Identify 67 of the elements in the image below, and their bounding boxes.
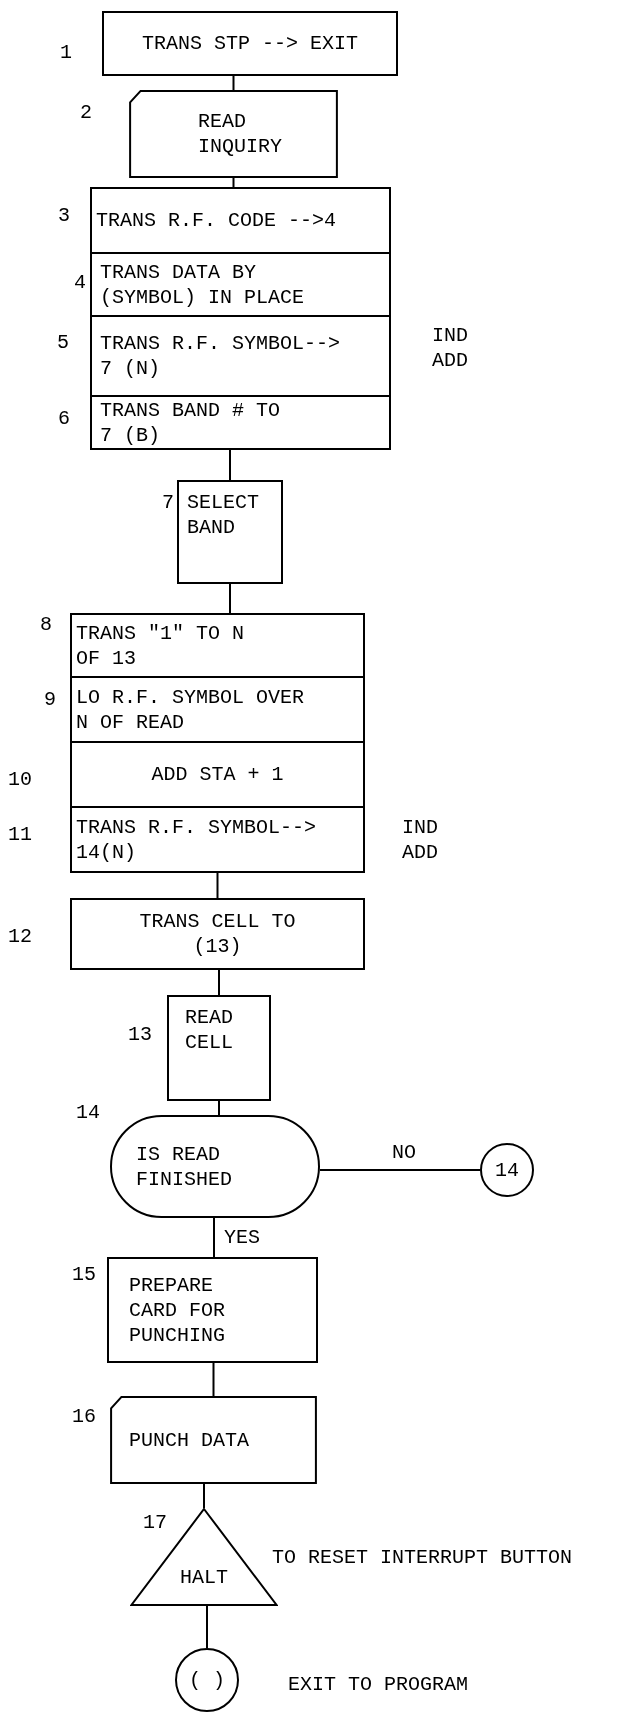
process-box bbox=[102, 11, 398, 76]
connector-line bbox=[206, 1605, 208, 1649]
step-text: TRANS DATA BY (SYMBOL) IN PLACE bbox=[100, 259, 306, 310]
step-number: 10 bbox=[8, 767, 32, 792]
step-number: 5 bbox=[57, 330, 69, 355]
card-shape bbox=[128, 90, 339, 178]
step-number: 11 bbox=[8, 822, 32, 847]
step-text: READ INQUIRY bbox=[198, 109, 283, 159]
step-number: 2 bbox=[80, 100, 92, 125]
process-box bbox=[70, 806, 365, 873]
note-text: EXIT TO PROGRAM bbox=[288, 1672, 469, 1697]
process-box bbox=[70, 613, 365, 678]
step-text: TRANS "1" TO N OF 13 bbox=[76, 620, 246, 671]
step-text: TRANS STP --> EXIT bbox=[141, 31, 358, 56]
connector-line bbox=[319, 1169, 481, 1171]
step-number: 13 bbox=[128, 1022, 152, 1047]
connector-line bbox=[232, 75, 235, 91]
note-text: IND ADD bbox=[402, 815, 439, 865]
connector-line bbox=[203, 1483, 205, 1509]
process-box bbox=[70, 898, 365, 970]
step-text: SELECT BAND bbox=[187, 490, 260, 540]
step-number: 12 bbox=[8, 924, 32, 949]
process-box bbox=[90, 252, 391, 317]
connector-line bbox=[218, 969, 220, 996]
process-box bbox=[167, 995, 271, 1101]
step-text: ( ) bbox=[189, 1667, 225, 1693]
process-box bbox=[90, 315, 391, 397]
connector-line bbox=[232, 177, 235, 188]
process-box bbox=[177, 480, 283, 584]
step-number: 17 bbox=[143, 1510, 167, 1535]
step-number: 6 bbox=[58, 406, 70, 431]
step-number: 9 bbox=[44, 687, 56, 712]
step-number: 14 bbox=[76, 1100, 100, 1125]
connector-line bbox=[218, 1100, 220, 1116]
step-text: TRANS R.F. SYMBOL--> 7 (N) bbox=[100, 331, 342, 381]
step-text: PUNCH DATA bbox=[129, 1427, 250, 1453]
card-shape bbox=[109, 1396, 318, 1484]
note-text: IND ADD bbox=[432, 323, 469, 373]
connector-line bbox=[229, 449, 231, 481]
step-text: PREPARE CARD FOR PUNCHING bbox=[129, 1272, 226, 1348]
step-text: TRANS R.F. CODE -->4 bbox=[96, 208, 337, 233]
connector-line bbox=[216, 872, 219, 899]
step-number: 7 bbox=[162, 490, 174, 515]
step-number: 4 bbox=[74, 270, 86, 295]
step-text: TRANS BAND # TO 7 (B) bbox=[100, 397, 282, 448]
connector-line bbox=[213, 1217, 215, 1258]
connector-line bbox=[212, 1362, 215, 1397]
process-box bbox=[90, 395, 391, 450]
step-text: LO R.F. SYMBOL OVER N OF READ bbox=[76, 684, 306, 735]
step-text: HALT bbox=[180, 1565, 228, 1590]
connector-line bbox=[229, 583, 231, 614]
step-number: 8 bbox=[40, 612, 52, 637]
step-number: 16 bbox=[72, 1404, 96, 1429]
step-text: ADD STA + 1 bbox=[151, 762, 284, 787]
step-text: READ CELL bbox=[185, 1005, 234, 1055]
step-text: IS READ FINISHED bbox=[136, 1141, 233, 1192]
step-text: 14 bbox=[495, 1157, 519, 1183]
step-number: 3 bbox=[58, 203, 70, 228]
process-box bbox=[70, 741, 365, 808]
process-box bbox=[107, 1257, 318, 1363]
step-number: 1 bbox=[60, 40, 72, 65]
process-box bbox=[70, 676, 365, 743]
step-text: TRANS CELL TO (13) bbox=[138, 909, 297, 959]
step-text: TRANS R.F. SYMBOL--> 14(N) bbox=[76, 814, 318, 865]
note-text: TO RESET INTERRUPT BUTTON bbox=[272, 1545, 573, 1570]
step-number: 15 bbox=[72, 1262, 96, 1287]
process-box bbox=[90, 187, 391, 254]
